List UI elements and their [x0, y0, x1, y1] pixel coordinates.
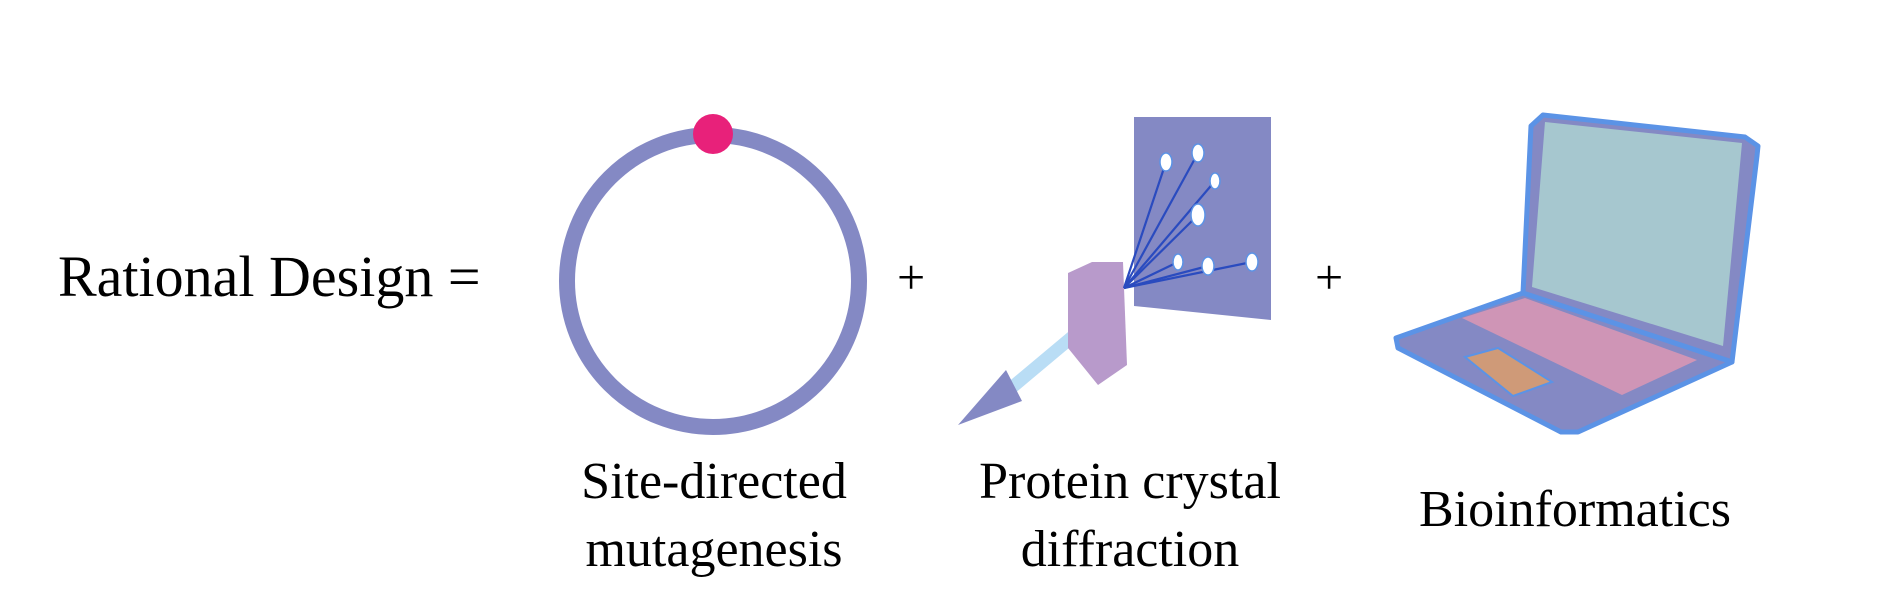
mutation-dot — [693, 114, 733, 154]
diffraction-spots — [1159, 143, 1259, 276]
label-line: mutagenesis — [585, 521, 843, 578]
plus-operator-1: + — [897, 249, 926, 305]
crystal — [1068, 262, 1127, 385]
touchpad — [1462, 346, 1555, 398]
equation-title: Rational Design = — [58, 244, 481, 309]
plus-operator-2: + — [1315, 249, 1344, 305]
label-line: Site-directed — [581, 453, 847, 510]
label-line: Bioinformatics — [1419, 481, 1731, 538]
label-bioinformatics: Bioinformatics — [1370, 476, 1780, 544]
laptop-screen — [1532, 122, 1742, 346]
laptop-icon — [1393, 112, 1761, 435]
keyboard — [1462, 298, 1697, 395]
diffraction-rays — [1122, 152, 1253, 290]
source-arrowhead — [958, 370, 1022, 425]
label-site-directed-mutagenesis: Site-directed mutagenesis — [540, 448, 888, 584]
plasmid-with-mutation-icon — [559, 114, 867, 435]
label-line: Protein crystal — [979, 453, 1281, 510]
label-line: diffraction — [1020, 521, 1240, 578]
x-ray-diffraction-icon — [958, 117, 1271, 425]
plasmid-ring — [559, 127, 867, 435]
label-protein-crystal-diffraction: Protein crystal diffraction — [940, 448, 1320, 584]
